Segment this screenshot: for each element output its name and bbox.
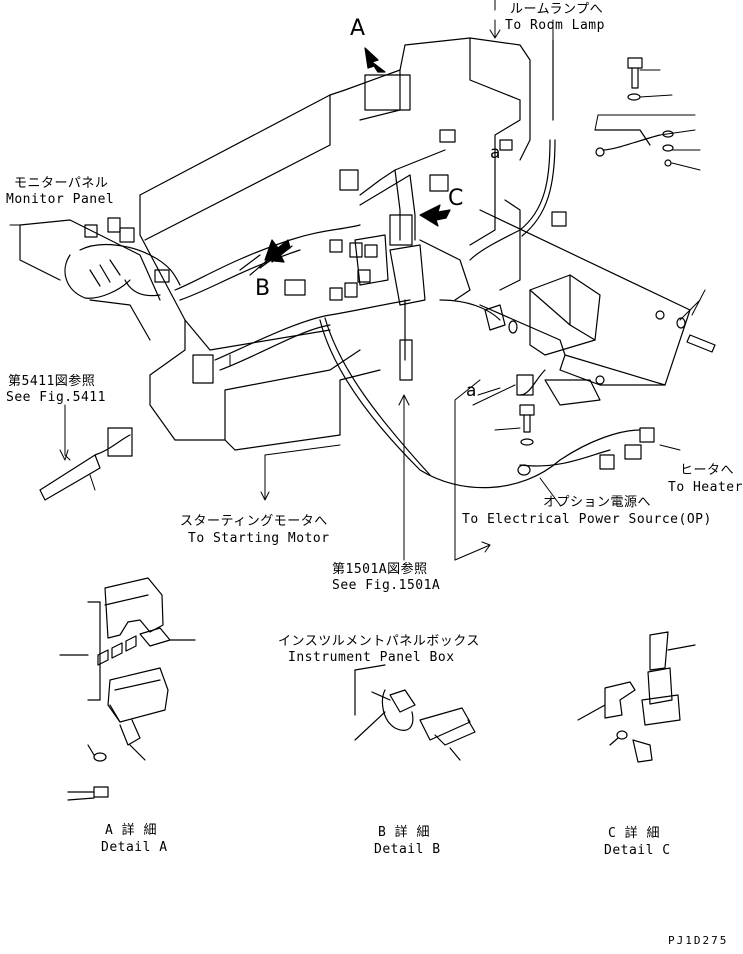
heater-label-jp: ヒータへ [680, 463, 735, 478]
detail-a-drawing [59, 577, 196, 801]
heater-label-en: To Heater [668, 480, 743, 495]
fig1501a-label-en: See Fig.1501A [332, 578, 441, 593]
leader-lines [9, 0, 706, 561]
callout-b: B [255, 276, 271, 301]
detail-b-title-jp: B 詳 細 [378, 825, 430, 840]
dashboard-outline [19, 37, 531, 451]
view-arrows [264, 47, 451, 263]
fig5411-label-en: See Fig.5411 [6, 390, 106, 405]
monitor-panel-label-en: Monitor Panel [6, 192, 115, 207]
instrument-box-label-en: Instrument Panel Box [288, 650, 455, 665]
monitor-panel-label-jp: モニターパネル [14, 176, 109, 191]
callout-a-lower-bottom: a [466, 381, 477, 401]
detail-a-title-jp: A 詳 細 [105, 823, 157, 838]
room-lamp-label-jp: ルームランプへ [510, 2, 604, 17]
detail-c-title-jp: C 詳 細 [608, 826, 660, 841]
drawing-number: PJ1D275 [668, 934, 729, 947]
detail-c-title-en: Detail C [604, 843, 671, 858]
detail-b-title-en: Detail B [374, 842, 441, 857]
callout-c: C [448, 186, 464, 211]
fig5411-label-jp: 第5411図参照 [8, 374, 96, 389]
room-lamp-label-en: To Room Lamp [505, 18, 605, 33]
detail-a-title-en: Detail A [101, 840, 168, 855]
mounting-bracket [479, 209, 691, 406]
connectors [84, 74, 655, 470]
power-source-label-en: To Electrical Power Source(OP) [462, 512, 712, 527]
instrument-box-label-jp: インスツルメントパネルボックス [278, 634, 480, 649]
monitor-panel-harness [64, 244, 181, 299]
detail-c-drawing [577, 631, 696, 763]
starting-motor-label-en: To Starting Motor [188, 531, 330, 546]
fig1501a-label-jp: 第1501A図参照 [332, 562, 428, 577]
callout-a-lower-top: a [490, 143, 501, 163]
callout-a: A [350, 16, 366, 41]
detail-b-drawing [354, 664, 476, 761]
wire-harness [39, 39, 641, 501]
power-source-label-jp: オプション電源へ [543, 495, 652, 510]
fasteners [484, 57, 716, 476]
starting-motor-label-jp: スターティングモータへ [180, 514, 328, 529]
